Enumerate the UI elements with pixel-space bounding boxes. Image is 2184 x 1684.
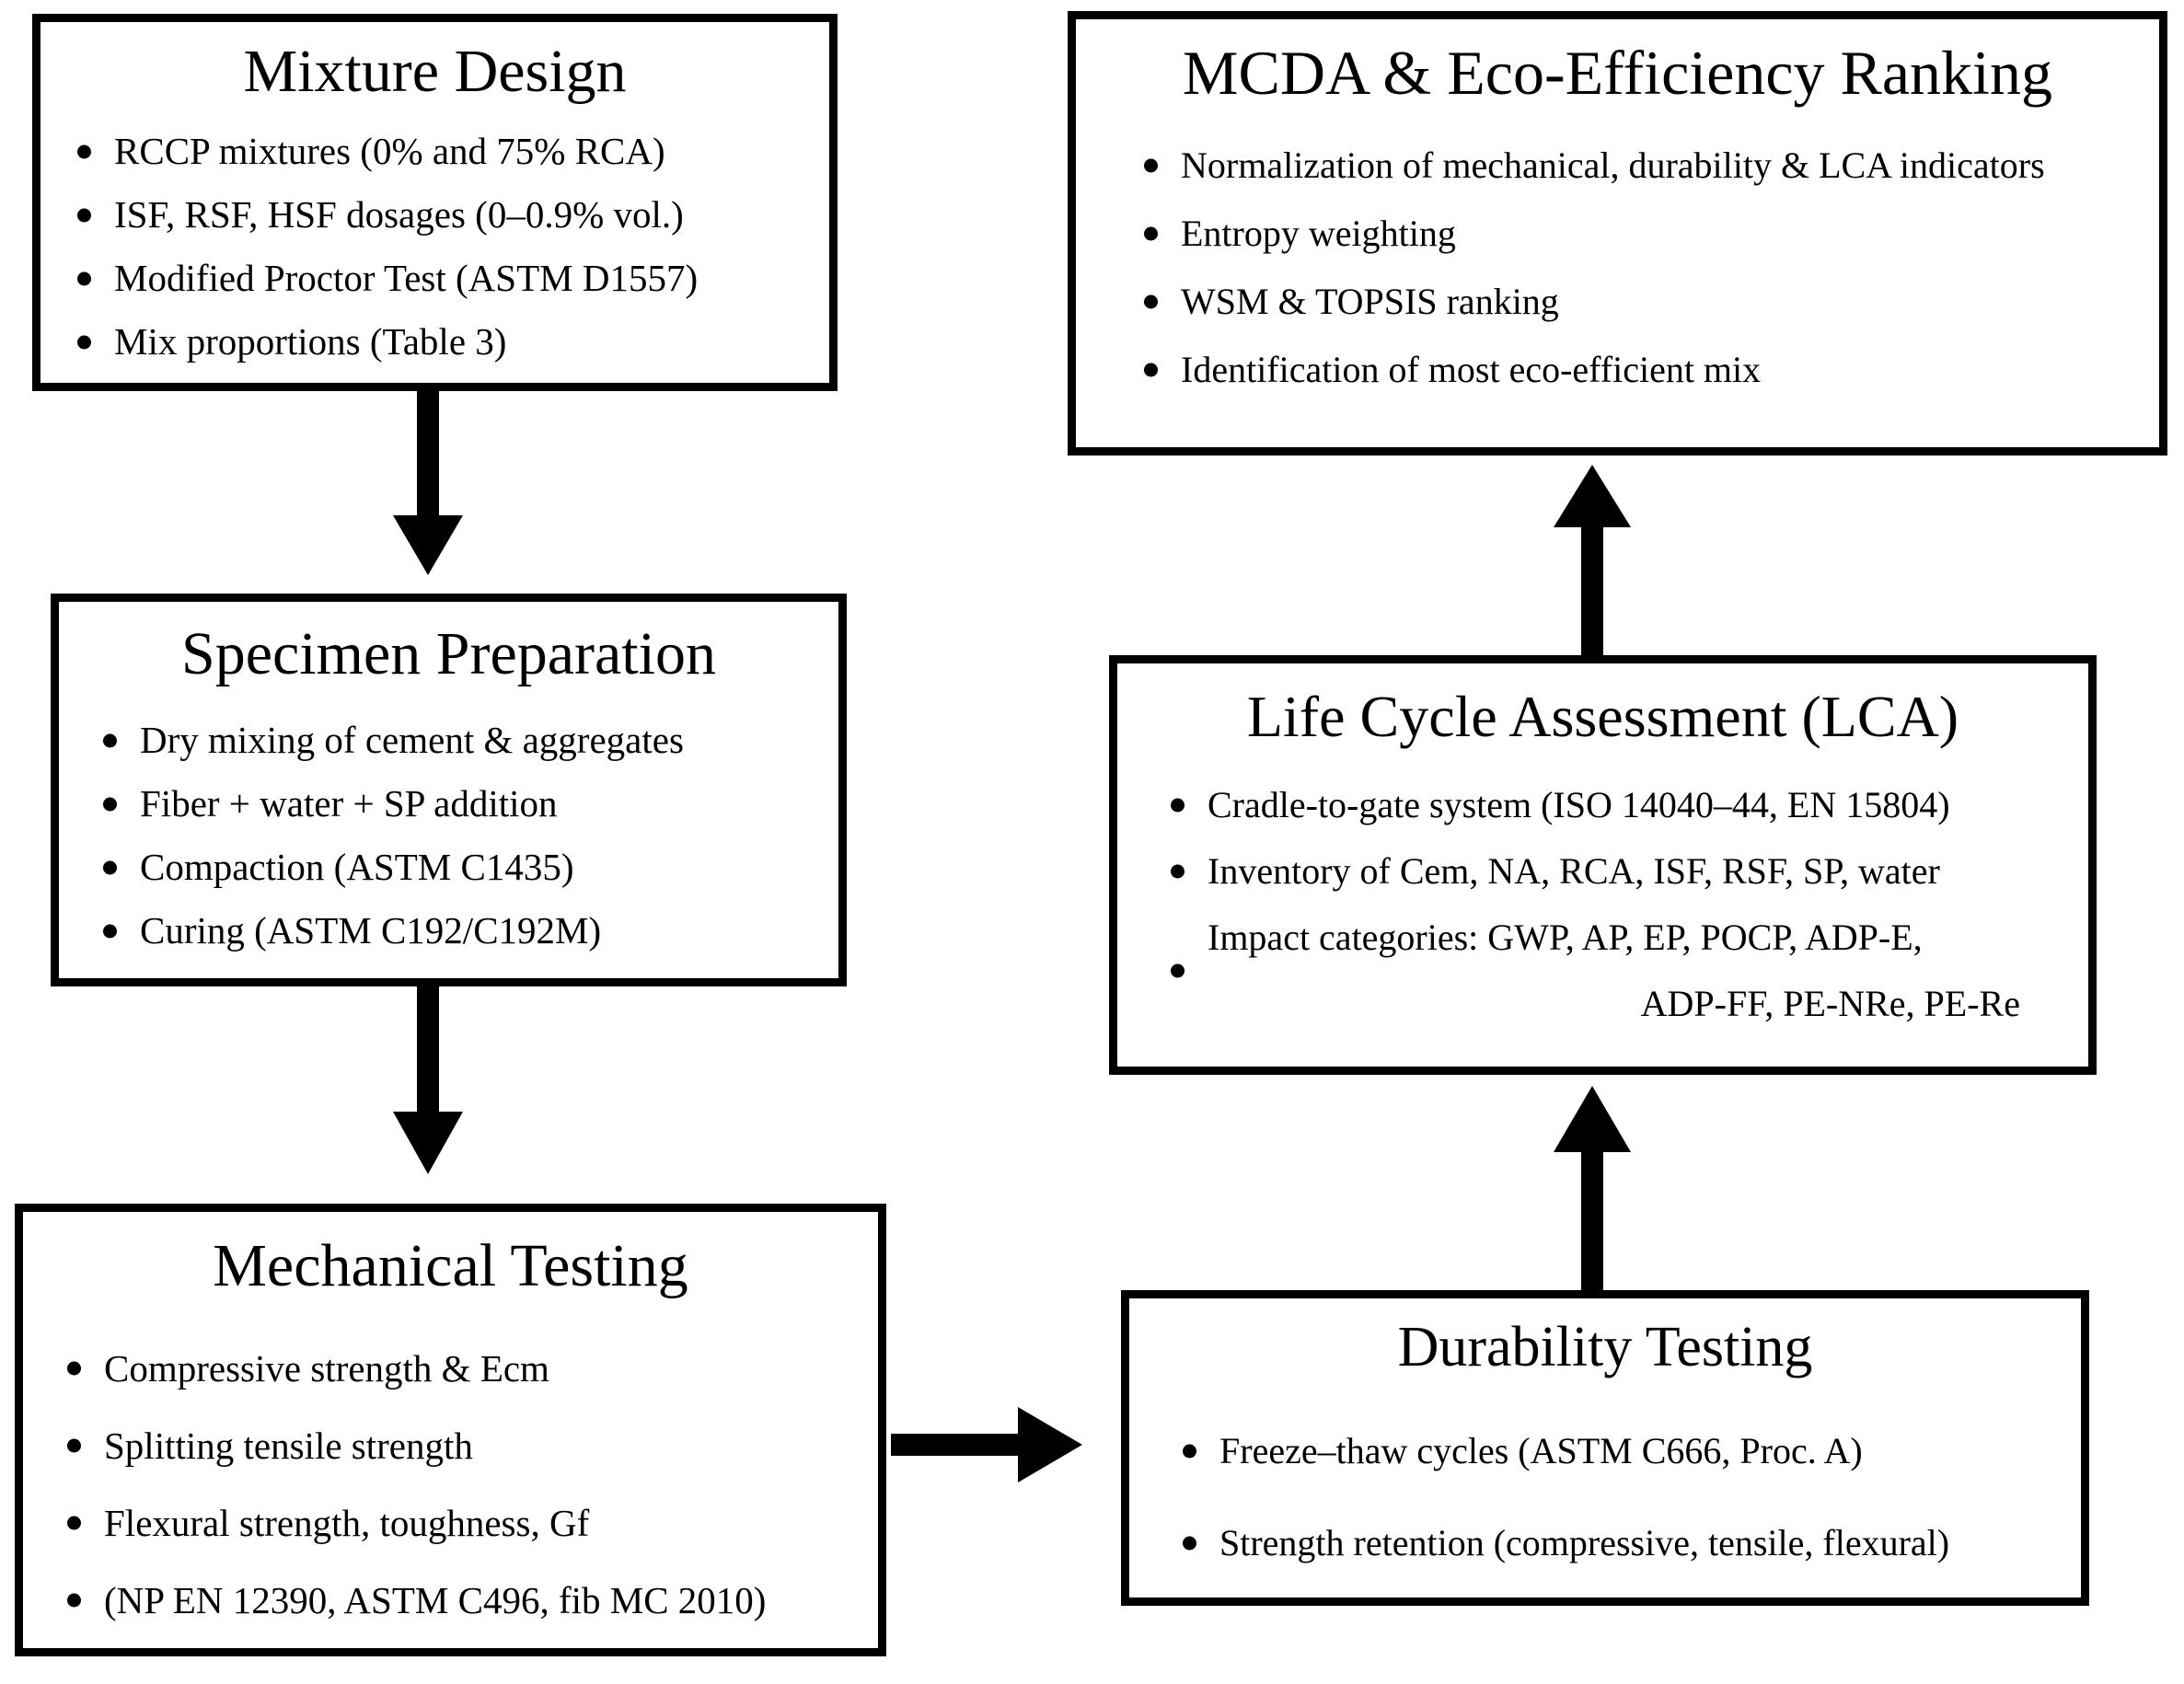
arrow-durability-to-lca [1546,1077,1638,1293]
bullet-icon [67,1438,81,1453]
node-life-cycle-assessment[interactable]: Life Cycle Assessment (LCA) Cradle-to-ga… [1109,655,2097,1075]
list-item: Strength retention (compressive, tensile… [1166,1497,2081,1589]
bullet-icon [1183,1536,1196,1551]
node-lca-title: Life Cycle Assessment (LCA) [1246,684,1959,749]
list-item: Fiber + water + SP addition [87,772,838,836]
node-mcda-title: MCDA & Eco-Efficiency Ranking [1183,38,2052,108]
bullet-icon [1171,864,1184,879]
node-durability-testing-list: Freeze–thaw cycles (ASTM C666, Proc. A) … [1129,1405,2081,1589]
list-item: Cradle-to-gate system (ISO 14040–44, EN … [1154,772,2088,838]
bullet-icon [103,860,117,874]
node-mcda-list: Normalization of mechanical, durability … [1076,132,2159,404]
list-item-text: Curing (ASTM C192/C192M) [140,909,602,952]
node-mechanical-testing-title: Mechanical Testing [213,1232,688,1299]
list-item: Entropy weighting [1127,200,2159,268]
list-item: Mix proportions (Table 3) [61,310,829,374]
node-mechanical-testing[interactable]: Mechanical Testing Compressive strength … [15,1204,886,1656]
bullet-icon [77,271,91,285]
bullet-icon [103,924,117,938]
list-item-text: Dry mixing of cement & aggregates [140,719,684,761]
list-item-text: Compaction (ASTM C1435) [140,846,574,888]
list-item-text: Identification of most eco-efficient mix [1181,349,1762,390]
list-item: Impact categories: GWP, AP, EP, POCP, AD… [1154,905,2088,1037]
node-durability-testing-title: Durability Testing [1397,1316,1813,1378]
list-item-text-continuation: ADP-FF, PE-NRe, PE-Re [1640,983,2020,1024]
node-mcda-eco-efficiency-ranking[interactable]: MCDA & Eco-Efficiency Ranking Normalizat… [1068,11,2167,456]
list-item: Flexural strength, toughness, Gf [51,1484,878,1562]
node-specimen-preparation-list: Dry mixing of cement & aggregates Fiber … [59,709,838,963]
list-item-text: RCCP mixtures (0% and 75% RCA) [114,130,665,172]
node-durability-testing[interactable]: Durability Testing Freeze–thaw cycles (A… [1121,1290,2089,1606]
bullet-icon [67,1361,81,1376]
list-item: Compressive strength & Ecm [51,1330,878,1407]
node-mixture-design-list: RCCP mixtures (0% and 75% RCA) ISF, RSF,… [40,120,829,374]
arrow-mixture-to-specimen [382,386,474,580]
node-specimen-preparation[interactable]: Specimen Preparation Dry mixing of cemen… [51,594,847,986]
list-item: Normalization of mechanical, durability … [1127,132,2159,200]
node-lca-list: Cradle-to-gate system (ISO 14040–44, EN … [1117,772,2088,1037]
bullet-icon [1144,226,1158,241]
list-item: Freeze–thaw cycles (ASTM C666, Proc. A) [1166,1405,2081,1497]
bullet-icon [77,208,91,222]
list-item: Splitting tensile strength [51,1407,878,1484]
arrow-specimen-to-mechanical [382,983,474,1181]
list-item-text: Flexural strength, toughness, Gf [104,1502,590,1544]
bullet-icon [1144,158,1158,173]
node-mechanical-testing-list: Compressive strength & Ecm Splitting ten… [23,1330,878,1639]
list-item-text: Cradle-to-gate system (ISO 14040–44, EN … [1208,784,1950,825]
list-item-text: Compressive strength & Ecm [104,1347,549,1390]
arrow-lca-to-mcda [1546,456,1638,658]
bullet-icon [1144,294,1158,309]
list-item-text: Impact categories: GWP, AP, EP, POCP, AD… [1208,917,1923,958]
bullet-icon [67,1593,81,1608]
node-specimen-preparation-title: Specimen Preparation [181,620,716,687]
list-item-text: Mix proportions (Table 3) [114,320,507,363]
list-item: Identification of most eco-efficient mix [1127,336,2159,404]
bullet-icon [103,733,117,747]
list-item: Inventory of Cem, NA, RCA, ISF, RSF, SP,… [1154,838,2088,905]
list-item: (NP EN 12390, ASTM C496, fib MC 2010) [51,1562,878,1639]
list-item: Compaction (ASTM C1435) [87,836,838,899]
list-item-text: Normalization of mechanical, durability … [1181,144,2045,186]
bullet-icon [1144,363,1158,377]
list-item-text: (NP EN 12390, ASTM C496, fib MC 2010) [104,1579,767,1621]
list-item: WSM & TOPSIS ranking [1127,268,2159,336]
bullet-icon [1171,798,1184,813]
arrow-mechanical-to-durability [891,1394,1089,1495]
bullet-icon [67,1516,81,1530]
bullet-icon [77,335,91,349]
list-item-text: WSM & TOPSIS ranking [1181,281,1559,322]
bullet-icon [77,144,91,158]
bullet-icon [103,797,117,811]
list-item: ISF, RSF, HSF dosages (0–0.9% vol.) [61,183,829,247]
list-item: Modified Proctor Test (ASTM D1557) [61,247,829,310]
list-item-text: ISF, RSF, HSF dosages (0–0.9% vol.) [114,193,684,236]
bullet-icon [1171,963,1184,978]
list-item-text: Modified Proctor Test (ASTM D1557) [114,257,699,299]
node-mixture-design[interactable]: Mixture Design RCCP mixtures (0% and 75%… [32,14,838,391]
node-mixture-design-title: Mixture Design [243,38,627,105]
list-item-text: Freeze–thaw cycles (ASTM C666, Proc. A) [1219,1430,1863,1471]
list-item: Curing (ASTM C192/C192M) [87,899,838,963]
list-item-text: Splitting tensile strength [104,1424,473,1467]
list-item: Dry mixing of cement & aggregates [87,709,838,772]
list-item-text: Fiber + water + SP addition [140,782,558,825]
list-item: RCCP mixtures (0% and 75% RCA) [61,120,829,183]
list-item-text: Inventory of Cem, NA, RCA, ISF, RSF, SP,… [1208,850,1940,892]
bullet-icon [1183,1444,1196,1459]
list-item-text: Strength retention (compressive, tensile… [1219,1522,1950,1563]
list-item-text: Entropy weighting [1181,213,1456,254]
